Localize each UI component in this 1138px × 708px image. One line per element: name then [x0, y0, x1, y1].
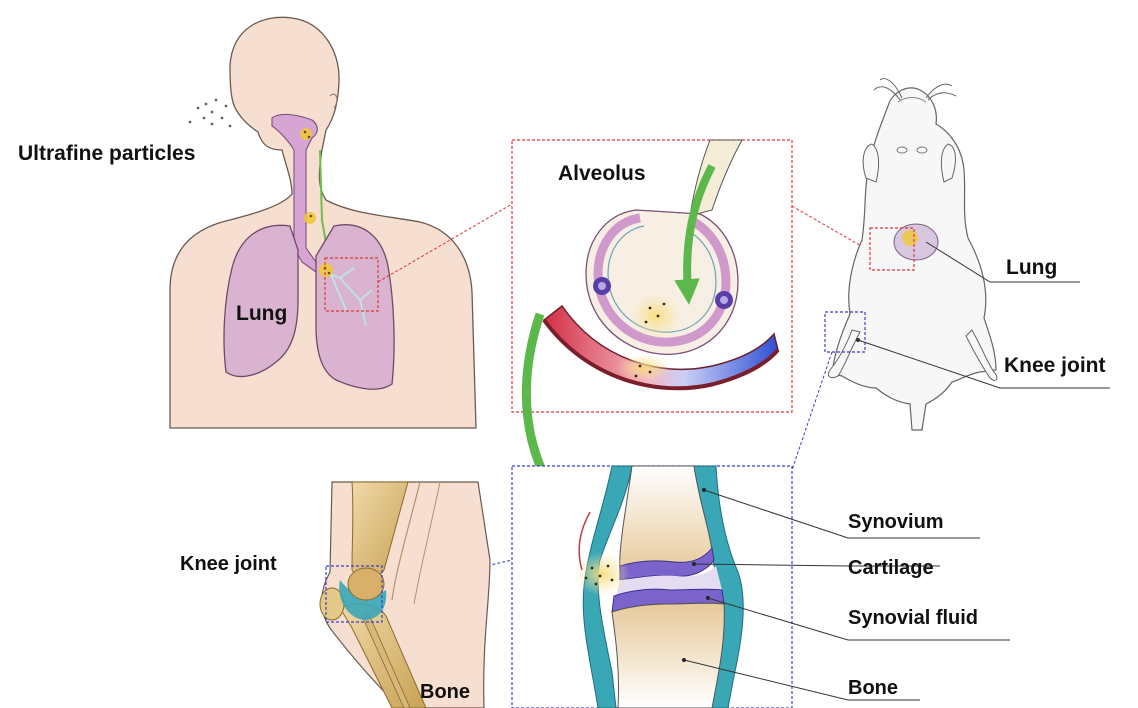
label-synovial-fluid: Synovial fluid [848, 607, 978, 629]
label-human-bone: Bone [420, 681, 470, 703]
label-cartilage: Cartilage [848, 557, 934, 579]
label-synovium: Synovium [848, 511, 944, 533]
particle-glow-joint [574, 552, 630, 596]
alveolus-panel [512, 140, 792, 412]
joint-panel [512, 466, 792, 708]
inhaled-particles [189, 99, 232, 128]
label-alveolus: Alveolus [558, 162, 646, 185]
human-torso-illustration [170, 17, 476, 428]
macrophage-left [593, 277, 611, 295]
label-mouse-knee-joint: Knee joint [1004, 354, 1106, 377]
human-lung-right [316, 225, 394, 389]
label-joint-bone: Bone [848, 677, 898, 699]
macrophage-right [715, 291, 733, 309]
particle-glow-vessel [616, 354, 672, 382]
lower-bone [612, 603, 724, 708]
label-human-lung: Lung [236, 302, 287, 325]
label-ultrafine-particles: Ultrafine particles [18, 142, 195, 165]
label-human-knee-joint: Knee joint [180, 553, 277, 575]
particle-glow-alveolus [630, 292, 682, 340]
mouse-illustration [825, 79, 997, 430]
label-mouse-lung: Lung [1006, 256, 1057, 279]
human-knee-illustration [320, 482, 490, 708]
